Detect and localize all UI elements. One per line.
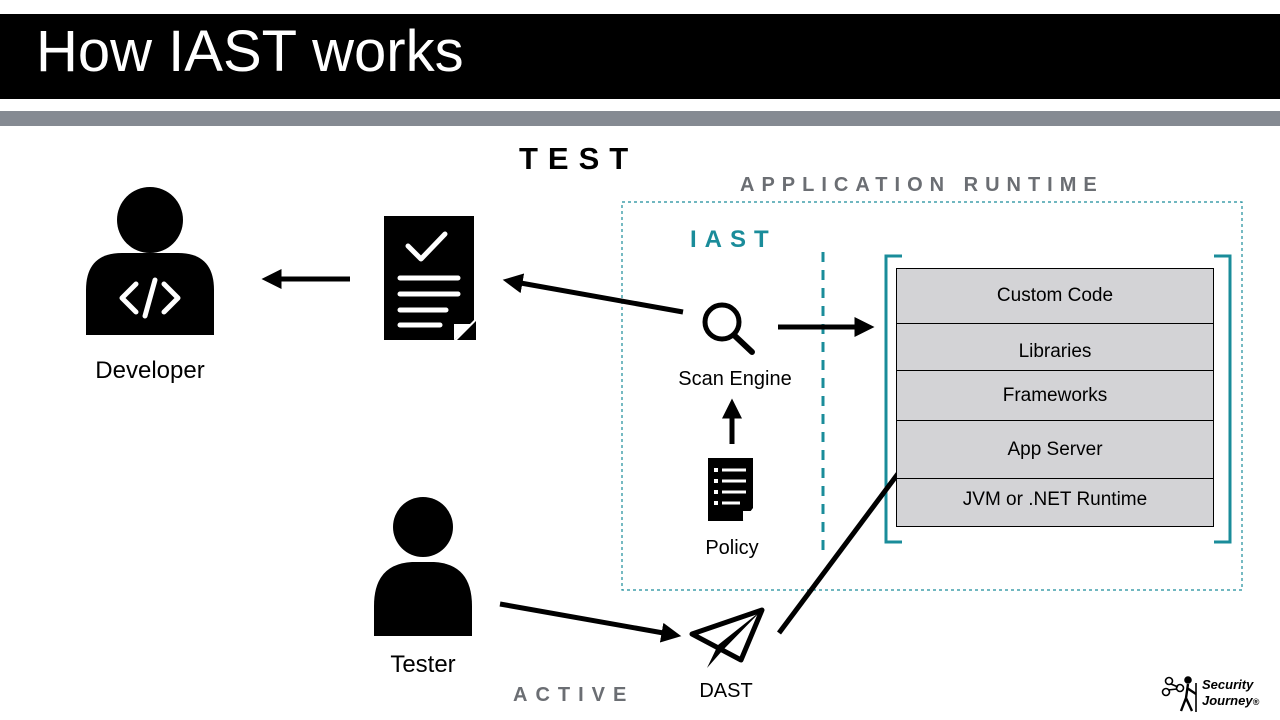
logo-line-2: Journey [1202,693,1253,708]
stack-right-bracket [1214,254,1232,544]
stack-layer-runtime: JVM or .NET Runtime [962,488,1148,510]
arrow-scan-to-report [502,273,684,315]
security-journey-logo-text: Security Journey® [1202,677,1259,710]
scan-engine-caption: Scan Engine [678,368,792,390]
policy-document-icon [708,458,753,521]
header-divider-band [0,111,1280,126]
logo-line-2-wrap: Journey® [1202,693,1259,710]
magnifier-icon [702,302,755,355]
page-title: How IAST works [36,19,464,84]
report-checklist-icon [384,216,476,340]
iast-label: IAST [690,226,777,253]
test-label: TEST [519,141,639,176]
stack-layer-libraries: Libraries [897,324,1213,371]
developer-caption: Developer [95,357,205,384]
arrow-tester-to-dast [499,601,682,643]
developer-code-icon [86,187,214,335]
tester-person-icon [374,497,472,636]
paper-plane-icon [689,607,765,668]
active-label: ACTIVE [513,684,635,706]
stack-layer-app-server: App Server [897,421,1213,479]
security-journey-logo-icon [1161,676,1197,712]
stack-layer-frameworks: Frameworks [897,371,1213,421]
policy-caption: Policy [705,537,759,559]
stack-layer-custom-code: Custom Code [897,269,1213,324]
dast-caption: DAST [699,680,753,702]
stack-left-bracket [884,254,902,544]
application-runtime-label: APPLICATION RUNTIME [740,174,1104,196]
logo-registered-mark: ® [1252,697,1260,707]
logo-line-1: Security [1202,677,1254,692]
title-bar [0,14,1280,99]
tester-caption: Tester [390,651,456,678]
runtime-stack: Custom Code Libraries Frameworks App Ser… [896,268,1214,527]
